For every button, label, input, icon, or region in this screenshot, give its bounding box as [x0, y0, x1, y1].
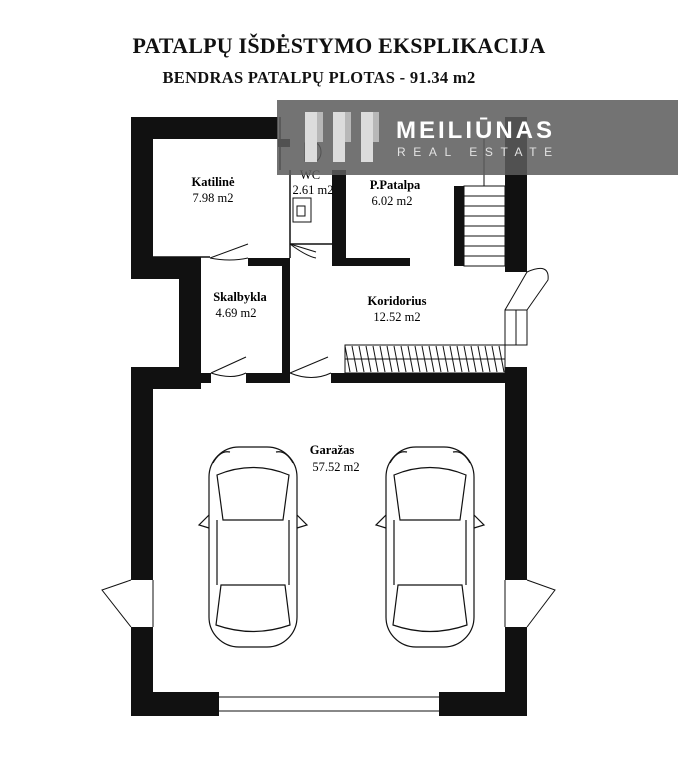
wall: [131, 117, 278, 139]
room-area-wc: 2.61 m2: [293, 183, 334, 197]
room-name-skalbykla: Skalbykla: [213, 290, 267, 304]
room-area-skalbykla: 4.69 m2: [216, 306, 257, 320]
staircase: [463, 139, 506, 267]
wall: [179, 257, 201, 383]
wall: [201, 373, 211, 383]
wall: [331, 373, 527, 383]
car-left: [197, 446, 309, 648]
wall: [131, 367, 153, 580]
storage-shelf: [344, 344, 506, 374]
wall: [131, 117, 153, 279]
logo-icon: [305, 112, 379, 162]
wall: [454, 186, 464, 266]
watermark-banner: MEILIŪNAS REAL ESTATE: [277, 100, 678, 175]
room-name-garazas: Garažas: [310, 443, 355, 457]
wall: [505, 367, 527, 580]
room-area-p-patalpa: 6.02 m2: [372, 194, 413, 208]
room-area-katiline: 7.98 m2: [193, 191, 234, 205]
wall: [505, 627, 527, 716]
wall: [332, 258, 410, 266]
room-area-garazas: 57.52 m2: [312, 460, 359, 474]
room-area-koridorius: 12.52 m2: [373, 310, 420, 324]
total-area-subtitle: BENDRAS PATALPŲ PLOTAS - 91.34 m2: [162, 68, 476, 87]
room-name-koridorius: Koridorius: [367, 294, 426, 308]
door-swings: [101, 243, 556, 712]
wall: [248, 258, 288, 266]
wall: [131, 692, 219, 716]
room-name-katiline: Katilinė: [191, 175, 235, 189]
wall: [332, 170, 346, 266]
room-name-p-patalpa: P.Patalpa: [370, 178, 421, 192]
brand-name: MEILIŪNAS: [396, 117, 555, 144]
wall: [282, 258, 290, 383]
wall: [246, 373, 290, 383]
car-right: [374, 446, 486, 648]
plan-title: PATALPŲ IŠDĖSTYMO EKSPLIKACIJA: [132, 33, 546, 58]
brand-tagline: REAL ESTATE: [397, 145, 560, 159]
